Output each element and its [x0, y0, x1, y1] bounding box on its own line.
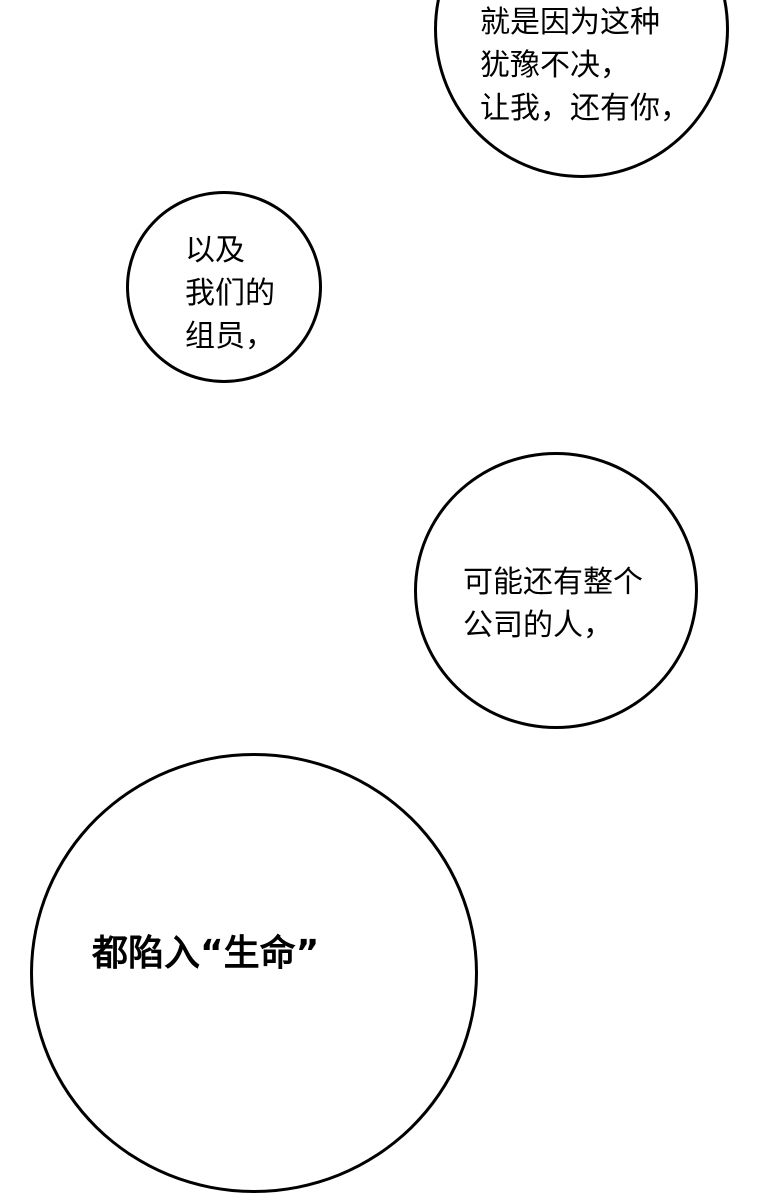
speech-bubble-4: 都陷入“生命”	[30, 753, 478, 1193]
speech-line: 都陷入“生命”	[92, 933, 320, 974]
speech-line: 我们的	[185, 276, 275, 311]
speech-line: 就是因为这种	[480, 5, 660, 40]
speech-line: 让我，还有你，	[480, 91, 690, 126]
speech-bubble-3: 可能还有整个 公司的人，	[414, 452, 698, 729]
speech-bubble-3-text: 可能还有整个 公司的人，	[463, 561, 643, 647]
speech-line: 组员，	[185, 319, 275, 354]
speech-bubble-2: 以及 我们的 组员，	[126, 191, 322, 383]
speech-line: 犹豫不决，	[480, 48, 630, 83]
speech-bubble-1: 就是因为这种 犹豫不决， 让我，还有你，	[434, 0, 729, 178]
speech-bubble-1-text: 就是因为这种 犹豫不决， 让我，还有你，	[480, 1, 690, 130]
speech-bubble-4-text: 都陷入“生命”	[92, 932, 319, 976]
speech-bubble-2-text: 以及 我们的 组员，	[185, 229, 275, 358]
speech-line: 公司的人，	[463, 608, 613, 643]
speech-line: 可能还有整个	[463, 565, 643, 600]
speech-line: 以及	[185, 233, 245, 268]
